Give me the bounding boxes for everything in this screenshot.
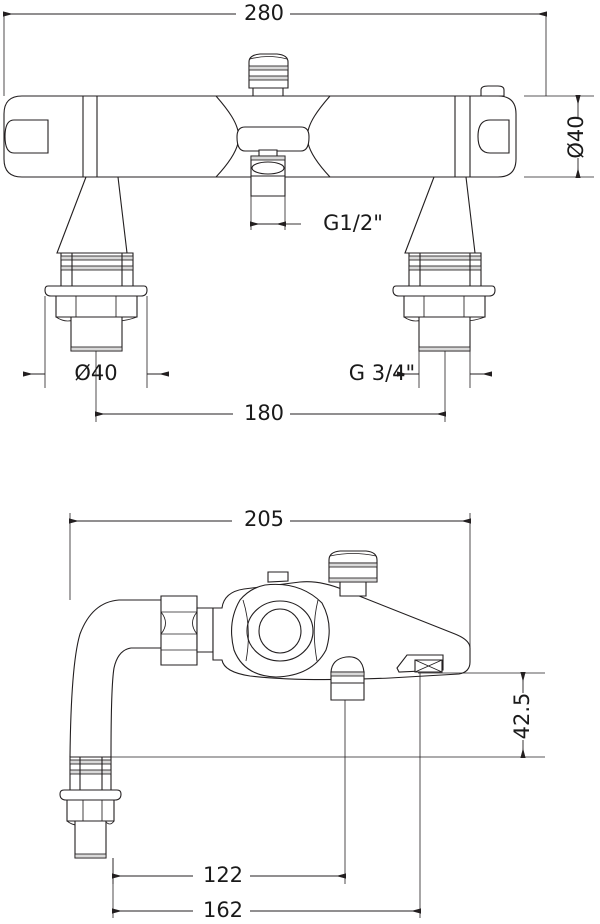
dimension-labels: 280 Ø40 G1/2" Ø40 G 3/4" 180 205 42.5 12… bbox=[74, 1, 588, 922]
dimension-label-280: 280 bbox=[244, 1, 284, 25]
valve-body-front bbox=[3, 85, 517, 178]
outlet-connector-front bbox=[250, 149, 286, 197]
dimension-label-180: 180 bbox=[244, 401, 284, 425]
front-elevation-group bbox=[3, 11, 594, 422]
union-nut-side bbox=[160, 595, 214, 666]
right-leg-assembly-front bbox=[392, 176, 496, 352]
dimension-42-5 bbox=[111, 672, 545, 758]
dimension-180 bbox=[95, 351, 446, 422]
temperature-knob-front bbox=[248, 53, 289, 97]
dimension-diameter-40-body bbox=[524, 95, 594, 178]
dimension-label-162: 162 bbox=[203, 898, 243, 922]
dimension-122 bbox=[112, 700, 346, 884]
dimension-diameter-40-leg bbox=[23, 296, 169, 388]
dimension-label-g12: G1/2" bbox=[323, 211, 383, 235]
dimension-205 bbox=[69, 513, 471, 650]
dimension-label-leg-diameter: Ø40 bbox=[74, 361, 117, 385]
dimension-label-body-diameter: Ø40 bbox=[564, 115, 588, 158]
dimension-label-42-5: 42.5 bbox=[510, 693, 534, 740]
diverter-button-side bbox=[396, 654, 444, 673]
valve-body-side bbox=[212, 571, 471, 681]
left-leg-assembly-front bbox=[44, 176, 148, 352]
dimension-label-205: 205 bbox=[244, 507, 284, 531]
spout-outlet-side bbox=[69, 599, 166, 758]
rear-leg-assembly-side bbox=[59, 756, 122, 859]
dimension-g12 bbox=[250, 196, 301, 230]
dimension-label-122: 122 bbox=[203, 863, 243, 887]
dimension-162 bbox=[112, 673, 421, 918]
temperature-knob-side bbox=[328, 550, 378, 597]
dimension-280 bbox=[3, 11, 547, 96]
dimension-label-g34: G 3/4" bbox=[349, 361, 415, 385]
flow-handle-side bbox=[330, 656, 365, 701]
dimension-g34 bbox=[397, 351, 492, 388]
side-elevation-group bbox=[59, 513, 545, 918]
